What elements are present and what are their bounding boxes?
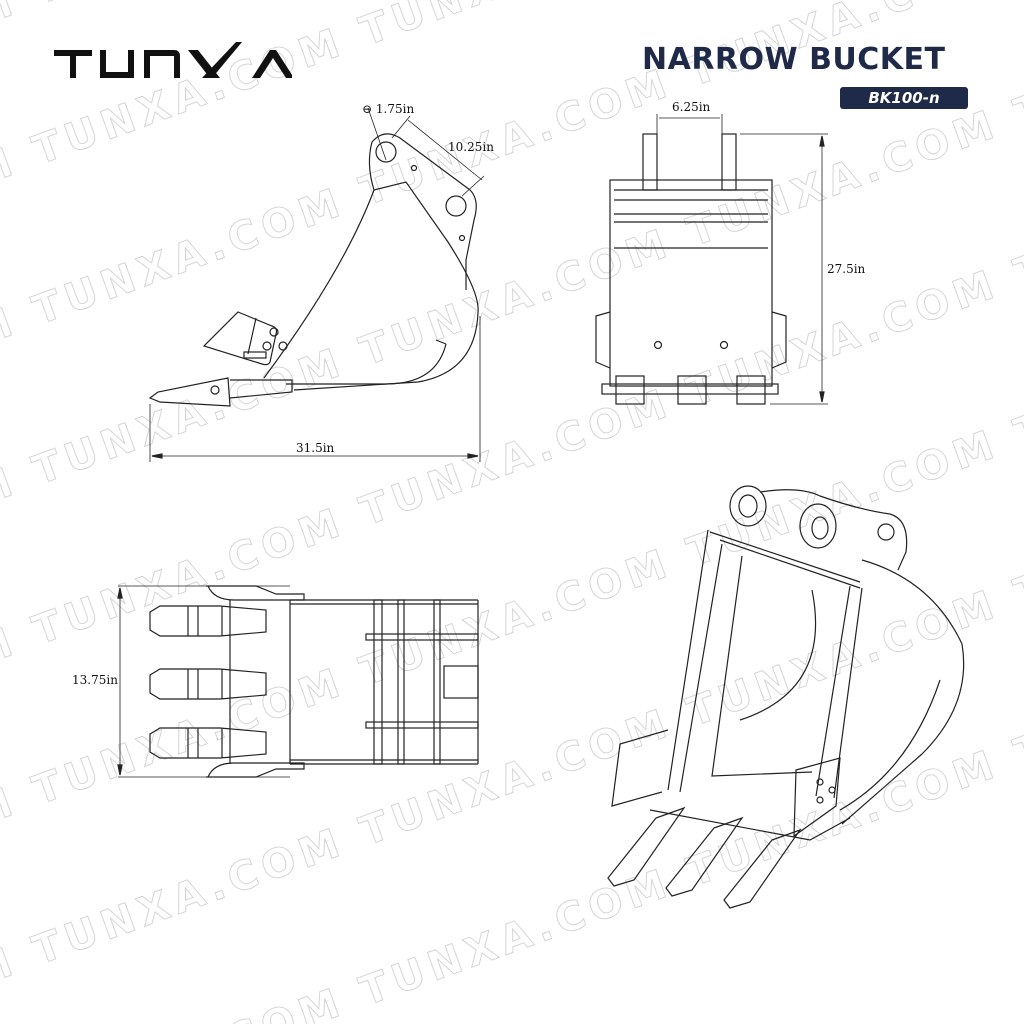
overall-height-label: 27.5in — [827, 262, 866, 276]
model-badge: BK100-n — [840, 87, 968, 109]
side-view-drawing — [148, 107, 485, 462]
product-title: NARROW BUCKET — [642, 42, 946, 77]
top-view-drawing — [117, 585, 479, 778]
overall-length-label: 31.5in — [296, 441, 335, 455]
ear-spacing-label: 6.25in — [672, 100, 711, 114]
front-view-drawing — [595, 114, 828, 405]
pin-diameter-label: ⊖ 1.75in — [362, 102, 415, 116]
isometric-view-drawing — [607, 485, 965, 909]
overall-width-label: 13.75in — [72, 673, 118, 687]
pin-center-distance-label: 10.25in — [448, 140, 494, 154]
brand-logo — [54, 42, 292, 78]
